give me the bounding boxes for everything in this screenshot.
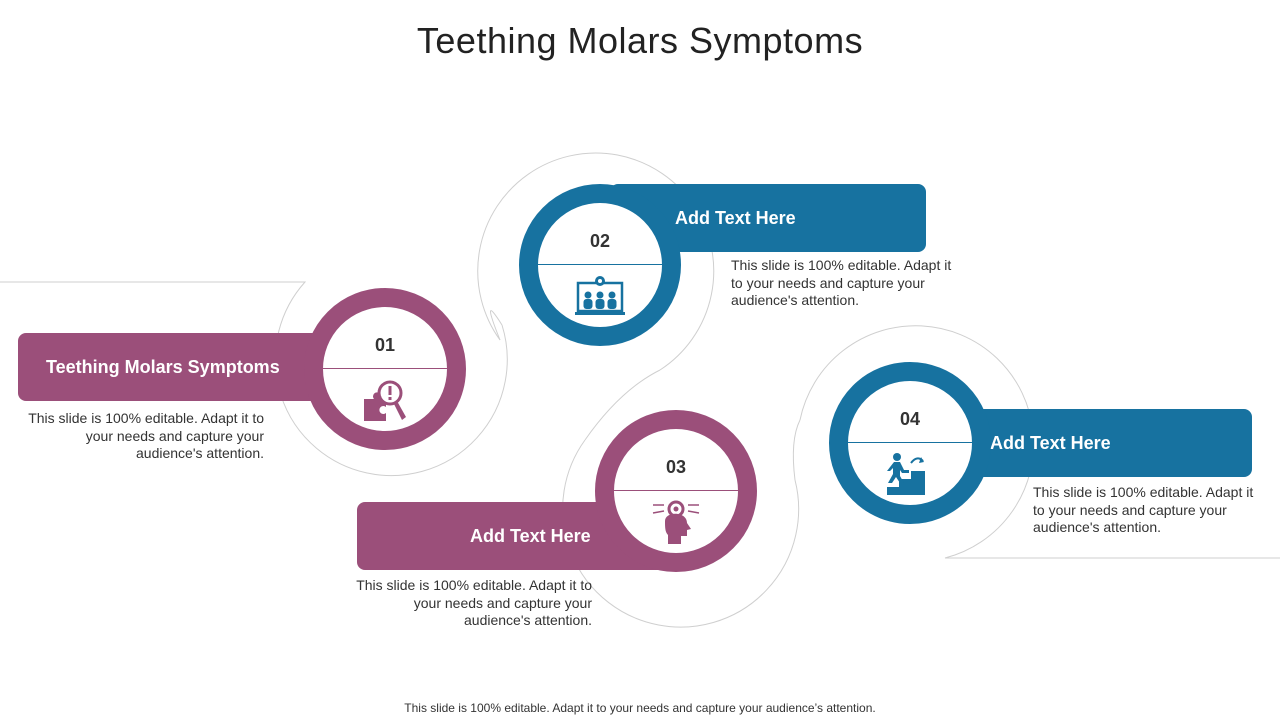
step-03-divider: [614, 490, 738, 491]
step-03-ring: 03: [595, 410, 757, 572]
step-04-ring: 04: [829, 362, 991, 524]
footer-note: This slide is 100% editable. Adapt it to…: [404, 701, 876, 715]
step-02-number: 02: [589, 231, 611, 251]
step-04-divider: [848, 442, 972, 443]
step-02-divider: [538, 264, 662, 265]
page-title: Teething Molars Symptoms: [416, 20, 864, 61]
climbing-stairs-icon: [887, 453, 925, 495]
step-03-heading: Add Text Here: [470, 525, 591, 546]
step-04-description: This slide is 100% editable. Adapt it to…: [1033, 484, 1254, 535]
step-03-number: 03: [665, 457, 687, 477]
head-gear-idea-icon: [652, 500, 700, 544]
step-01-ring: 01: [304, 288, 466, 450]
step-04-heading: Add Text Here: [990, 432, 1111, 453]
step-02-banner: Add Text Here: [610, 184, 926, 252]
step-01-banner: Teething Molars Symptoms: [18, 333, 338, 401]
step-03-description: This slide is 100% editable. Adapt it to…: [356, 577, 592, 628]
step-02-ring: 02: [519, 184, 681, 346]
step-01-divider: [323, 368, 447, 369]
step-02-heading: Add Text Here: [675, 207, 796, 228]
puzzle-magnifier-icon: [364, 380, 406, 421]
step-04-number: 04: [899, 409, 921, 429]
presentation-team-icon: [575, 276, 625, 315]
step-01-number: 01: [374, 335, 396, 355]
step-02-description: This slide is 100% editable. Adapt it to…: [731, 257, 952, 308]
step-01-heading: Teething Molars Symptoms: [46, 356, 280, 377]
step-01-description: This slide is 100% editable. Adapt it to…: [28, 410, 264, 461]
